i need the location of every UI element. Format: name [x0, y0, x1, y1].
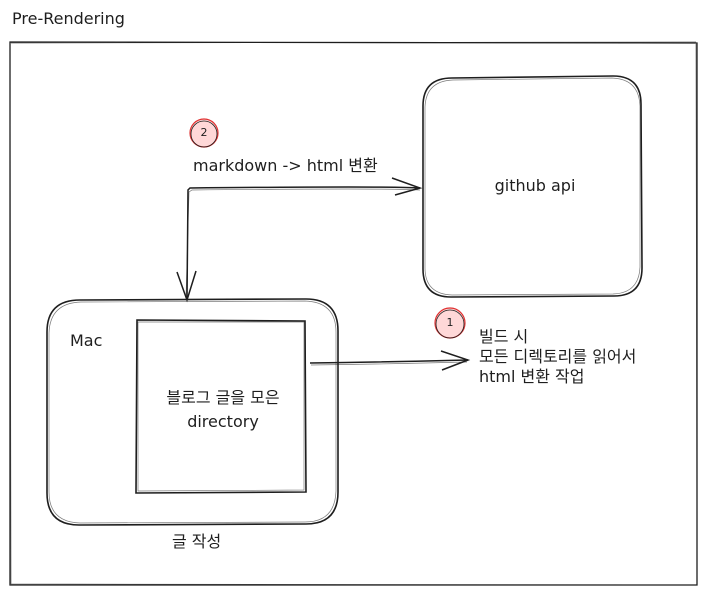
directory-label-line-1: 블로그 글을 모은 [166, 388, 280, 407]
step-number-2: 2 [200, 126, 208, 139]
step-number-1: 1 [446, 316, 454, 329]
github-api-box [422, 75, 643, 298]
step-badge-1 [434, 307, 466, 339]
directory-box [135, 319, 307, 494]
arrowhead-right-github [391, 177, 423, 196]
arrow-directory-to-build [309, 359, 469, 364]
github-api-label: github api [494, 176, 576, 195]
diagram-title: Pre-Rendering [12, 9, 125, 28]
markdown-step-label: markdown -> html 변환 [193, 156, 378, 175]
write-posts-caption: 글 작성 [172, 532, 222, 551]
arrowhead-down [176, 270, 197, 303]
build-step-line-3: html 변환 작업 [479, 367, 585, 386]
directory-label: 블로그 글을 모은 directory [142, 386, 304, 434]
mac-label: Mac [70, 331, 103, 350]
arrowhead-right-build [440, 350, 471, 371]
build-step-note: 빌드 시 모든 디렉토리를 읽어서 html 변환 작업 [479, 327, 636, 387]
build-step-line-1: 빌드 시 [479, 327, 529, 346]
build-step-line-2: 모든 디렉토리를 읽어서 [479, 347, 637, 366]
step-badge-2 [189, 118, 219, 148]
directory-label-line-2: directory [187, 412, 259, 431]
mac-box [46, 298, 339, 526]
arrow-github-to-directory [186, 186, 421, 301]
outer-frame [9, 41, 698, 586]
